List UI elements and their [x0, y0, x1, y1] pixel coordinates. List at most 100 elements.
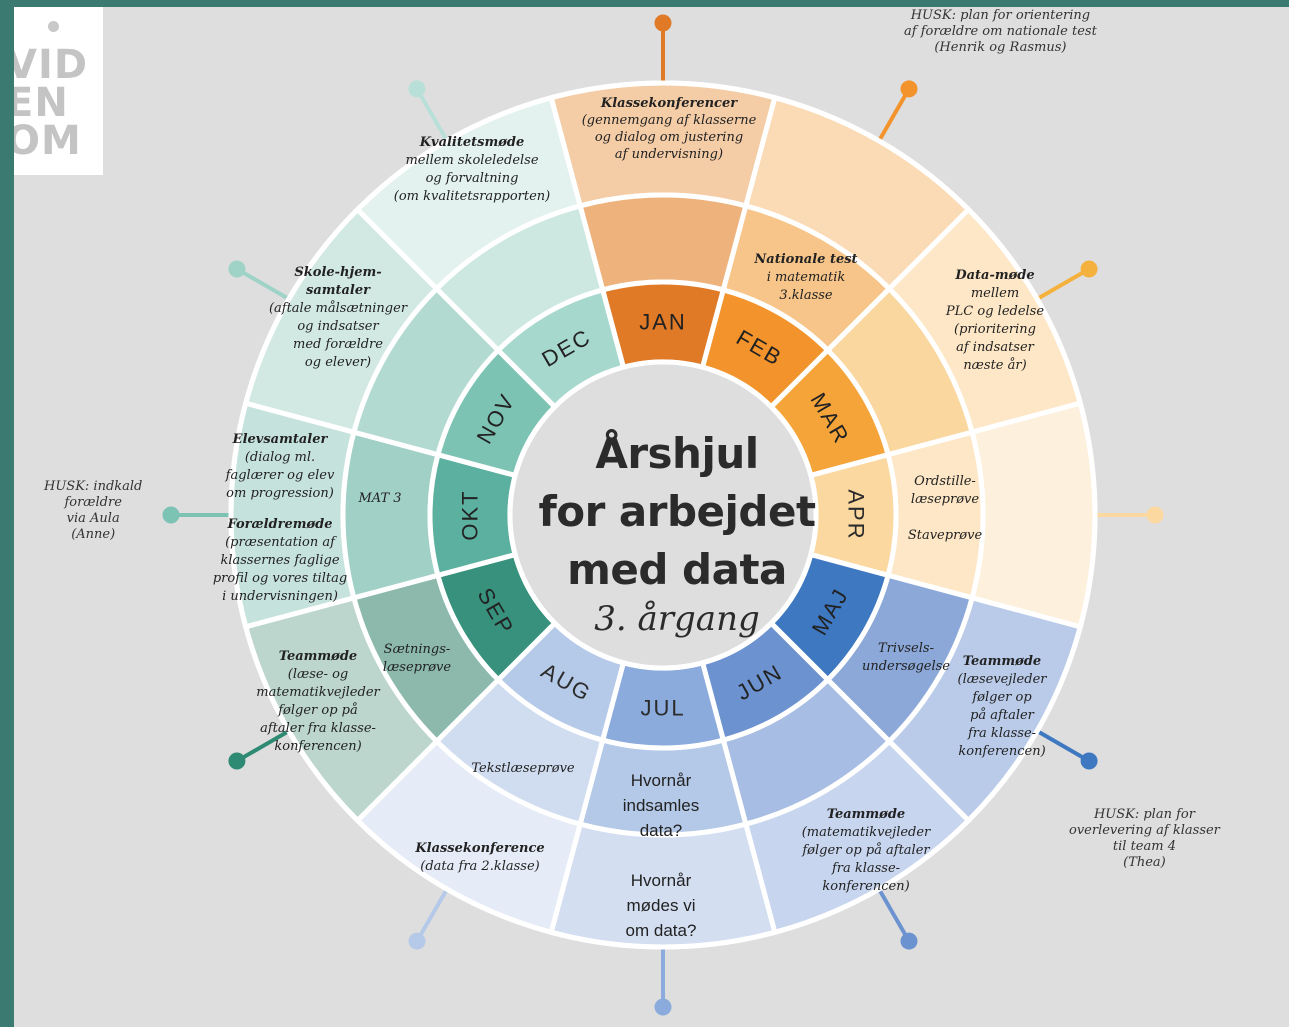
title-line-1: Årshjul — [595, 429, 759, 478]
wheel-center — [507, 359, 819, 671]
maj-middle-text-text: Trivsels- — [878, 641, 934, 656]
okt-outer-text-2: Forældremøde (præsentation af klassernes f… — [213, 517, 347, 604]
okt-middle-text-text: MAT 3 — [357, 491, 401, 506]
feb-text-text: i matematik — [767, 270, 846, 285]
wheel-rim — [228, 80, 1098, 950]
maj-outer-text-text: følger op — [971, 690, 1032, 705]
pin-dot-feb — [900, 80, 918, 98]
viden-om-logo: VID EN OM — [14, 7, 103, 175]
nov-text-heading: Skole-hjem- — [294, 265, 381, 280]
maj-outer-text-text: (læsevejleder — [958, 672, 1048, 687]
apr-text-text: Staveprøve — [908, 528, 983, 543]
feb-text-heading: Nationale test — [753, 252, 857, 267]
title-line-3: med data — [567, 545, 787, 594]
jun-text-text: (matematikvejleder — [802, 825, 931, 840]
outer-sector-apr — [969, 400, 1098, 630]
pin-line-aug — [415, 883, 452, 943]
note-right: HUSK: plan for overlevering af klasser t… — [1069, 807, 1220, 870]
pin-dot-mar — [1080, 260, 1098, 278]
jan-text-text: af undervisning) — [615, 147, 723, 162]
sep-outer-text-heading: Teammøde — [279, 649, 357, 664]
nov-text-text: og elever) — [305, 355, 371, 370]
mar-text-text: (prioritering — [954, 322, 1036, 337]
nov-text-text: med forældre — [293, 337, 383, 352]
sep-outer-text-text: (læse- og — [288, 667, 349, 682]
pin-dot-apr — [1146, 506, 1164, 524]
sep-outer-text-text: følger op på — [277, 702, 358, 718]
pin-dot-maj — [1080, 752, 1098, 770]
pin-line-sep — [235, 726, 295, 763]
aug-outer-text-text: (data fra 2.klasse) — [420, 859, 539, 874]
okt-outer-text-2-text: (præsentation af — [225, 535, 337, 550]
apr-text-text: Ordstille- — [914, 474, 976, 489]
sep-middle-text-text: Sætnings- — [384, 642, 451, 657]
year-wheel: JANFEBMARAPRMAJJUNJULAUGSEPOKTNOVDECKlas… — [162, 14, 1164, 1016]
dec-text-text: (om kvalitetsrapporten) — [394, 189, 550, 204]
pin-line-jun — [874, 883, 911, 943]
subtitle: 3. årgang — [594, 599, 760, 639]
note-left: HUSK: indkald forældre via Aula (Anne) — [44, 479, 143, 542]
jan-text-heading: Klassekonferencer — [600, 96, 738, 111]
aug-outer-text-heading: Klassekonference — [414, 841, 544, 856]
okt-outer-text-2-text: profil og vores tiltag — [213, 571, 347, 586]
sep-middle-text-text: læseprøve — [383, 660, 451, 675]
okt-outer-text-1-heading: Elevsamtaler — [232, 432, 329, 447]
mar-text-heading: Data-møde — [954, 268, 1034, 283]
dec-text-text: mellem skoleledelse — [405, 153, 538, 168]
aug-middle-text: Tekstlæseprøve — [471, 761, 575, 776]
jul-question-1-text: data? — [640, 821, 683, 840]
logo-line-1: VID — [14, 42, 89, 88]
middle-sector-okt — [340, 429, 442, 601]
mar-text-text: næste år) — [963, 357, 1026, 373]
aug-middle-text-text: Tekstlæseprøve — [471, 761, 575, 776]
feb-text-text: 3.klasse — [779, 288, 833, 303]
jan-text: Klassekonferencer (gennemgang af klassern… — [582, 96, 757, 162]
pin-dot-dec — [408, 80, 426, 98]
logo-line-3: OM — [14, 118, 82, 164]
month-label-jan: JAN — [639, 310, 687, 335]
okt-outer-text-2-text: i undervisningen) — [222, 589, 338, 604]
nov-text-heading: samtaler — [306, 283, 371, 298]
okt-outer-text-2-heading: Forældremøde — [226, 517, 332, 532]
pin-dot-jan — [654, 14, 672, 32]
sep-outer-text: Teammøde (læse- og matematikvejleder følger… — [256, 649, 380, 754]
pin-line-mar — [1031, 267, 1091, 304]
mar-text-text: PLC og ledelse — [945, 304, 1044, 319]
jul-question-1-text: indsamles — [623, 796, 700, 815]
apr-text-text: læseprøve — [911, 492, 979, 507]
jan-text-text: (gennemgang af klasserne — [582, 113, 757, 128]
okt-outer-text-1-text: om progression) — [226, 486, 334, 501]
sep-middle-text: Sætnings-læseprøve — [383, 642, 451, 675]
maj-outer-text-text: fra klasse- — [967, 726, 1036, 741]
pin-line-feb — [874, 87, 911, 147]
jan-text-text: og dialog om justering — [595, 130, 743, 145]
jun-text-text: følger op på aftaler — [801, 842, 930, 858]
pin-line-nov — [235, 267, 295, 304]
sep-outer-text-text: aftaler fra klasse- — [260, 721, 376, 736]
middle-sector-jan — [577, 192, 749, 294]
sep-outer-text-text: matematikvejleder — [256, 685, 380, 700]
jun-text-heading: Teammøde — [827, 807, 905, 822]
nov-text-text: (aftale målsætninger — [269, 300, 408, 316]
month-label-okt: OKT — [458, 489, 483, 540]
okt-outer-text-2-text: klassernes faglige — [220, 553, 339, 568]
jul-question-2-text: mødes vi — [627, 896, 696, 915]
maj-outer-text-text: konferencen) — [958, 744, 1045, 759]
jun-text-text: konferencen) — [822, 879, 909, 894]
month-label-apr: APR — [844, 489, 869, 540]
pin-dot-sep — [228, 752, 246, 770]
wheel-center-title: Årshjul for arbejdet med data 3. årgang — [522, 425, 832, 639]
maj-middle-text: Trivsels-undersøgelse — [862, 641, 950, 674]
okt-outer-text-1-text: faglærer og elev — [225, 468, 335, 483]
pin-dot-okt — [162, 506, 180, 524]
jul-question-1-text: Hvornår — [631, 771, 692, 790]
maj-middle-text-text: undersøgelse — [862, 659, 950, 674]
dec-text-heading: Kvalitetsmøde — [419, 135, 525, 150]
maj-outer-text-text: på aftaler — [970, 707, 1035, 723]
pin-line-dec — [415, 87, 452, 147]
logo-dot — [48, 21, 59, 32]
